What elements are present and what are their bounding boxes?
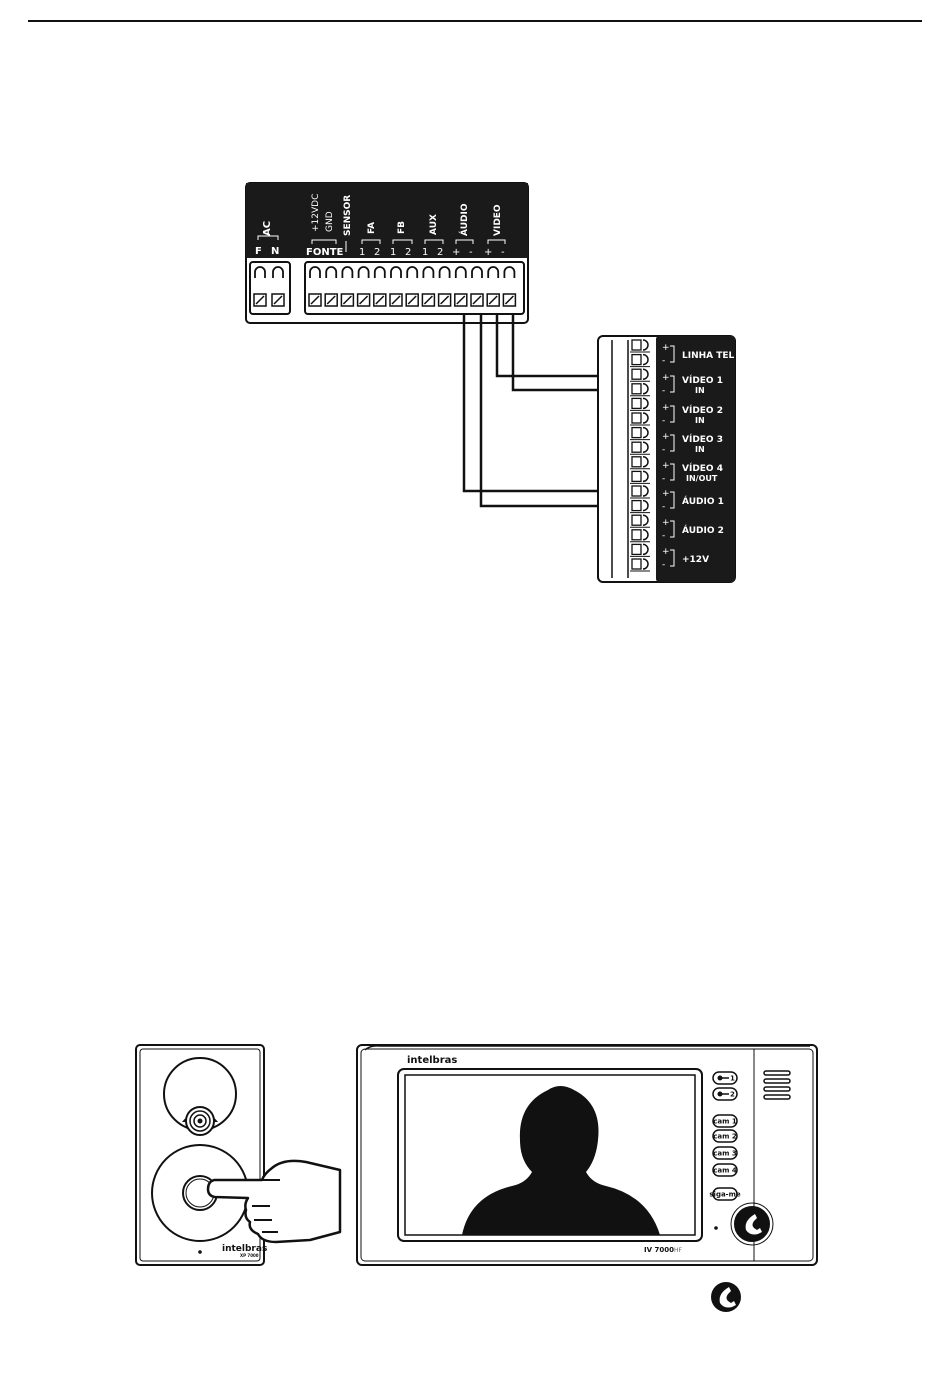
monitor-button[interactable]: siga-me bbox=[709, 1188, 740, 1200]
key-icon bbox=[718, 1092, 723, 1097]
controller-board: AC F N +12VDC GND FONTE SENSOR FA 1 2 FB… bbox=[246, 183, 528, 323]
wire-audio-minus bbox=[481, 314, 598, 506]
row2-label: VÍDEO 1 bbox=[682, 374, 723, 386]
monitor-model: IV 7000 bbox=[644, 1246, 674, 1254]
monitor-button[interactable]: cam 4 bbox=[713, 1164, 737, 1176]
row2-plus: + bbox=[662, 373, 670, 383]
label-gnd: GND bbox=[325, 211, 335, 232]
label-ac-n: N bbox=[271, 246, 279, 257]
label-fb-1: 1 bbox=[390, 247, 396, 258]
door-station: intelbras XP 7000 bbox=[136, 1045, 340, 1265]
row3-minus: - bbox=[662, 416, 665, 426]
row1-label: LINHA TEL bbox=[682, 351, 735, 361]
door-mic-hole bbox=[198, 1250, 202, 1254]
video-module: + - LINHA TEL + - VÍDEO 1 IN + - VÍDEO 2… bbox=[598, 336, 735, 582]
row5-plus: + bbox=[662, 461, 670, 471]
monitor-button-label: cam 2 bbox=[713, 1133, 737, 1141]
row8-plus: + bbox=[662, 547, 670, 557]
row1-minus: - bbox=[662, 356, 665, 366]
label-audio-minus: - bbox=[469, 247, 473, 258]
monitor-button-label: cam 4 bbox=[713, 1167, 737, 1175]
label-video-minus: - bbox=[501, 247, 505, 258]
label-fa-2: 2 bbox=[374, 247, 380, 258]
row7-minus: - bbox=[662, 531, 665, 541]
monitor-button-label: siga-me bbox=[709, 1191, 740, 1199]
label-fa: FA bbox=[367, 222, 377, 234]
row6-label: ÁUDIO 1 bbox=[682, 495, 724, 507]
monitor-mic-hole bbox=[714, 1226, 718, 1230]
monitor-model-suffix: HF bbox=[674, 1247, 683, 1254]
row8-label: +12V bbox=[682, 555, 709, 565]
monitor-button[interactable]: 2 bbox=[713, 1088, 737, 1100]
monitor-button[interactable]: cam 2 bbox=[713, 1130, 737, 1142]
label-aux-1: 1 bbox=[422, 247, 428, 258]
row3-label: VÍDEO 2 bbox=[682, 404, 723, 416]
row5-sub: IN/OUT bbox=[686, 474, 718, 483]
monitor-button-label: 2 bbox=[730, 1091, 735, 1099]
monitor-button[interactable]: 1 bbox=[713, 1072, 737, 1084]
monitor-button-label: cam 1 bbox=[713, 1118, 737, 1126]
row2-sub: IN bbox=[695, 386, 705, 395]
row7-label: ÁUDIO 2 bbox=[682, 524, 724, 536]
handset-symbol-icon bbox=[711, 1282, 741, 1312]
row3-sub: IN bbox=[695, 416, 705, 425]
row4-minus: - bbox=[662, 445, 665, 455]
row7-plus: + bbox=[662, 518, 670, 528]
label-fa-1: 1 bbox=[359, 247, 365, 258]
wiring bbox=[464, 314, 598, 506]
label-ac-f: F bbox=[255, 246, 262, 257]
row1-plus: + bbox=[662, 343, 670, 353]
monitor-button[interactable]: cam 1 bbox=[713, 1115, 737, 1127]
label-audio: ÁUDIO bbox=[458, 203, 470, 236]
row2-minus: - bbox=[662, 386, 665, 396]
row4-label: VÍDEO 3 bbox=[682, 433, 723, 445]
row8-minus: - bbox=[662, 560, 665, 570]
row4-sub: IN bbox=[695, 445, 705, 454]
label-fonte: FONTE bbox=[306, 247, 344, 258]
label-video-plus: + bbox=[484, 247, 492, 258]
monitor-button-label: cam 3 bbox=[713, 1150, 737, 1158]
label-aux-2: 2 bbox=[437, 247, 443, 258]
label-aux: AUX bbox=[429, 214, 439, 235]
label-ac: AC bbox=[262, 221, 273, 236]
monitor-button-label: 1 bbox=[730, 1075, 735, 1083]
key-icon bbox=[718, 1076, 723, 1081]
monitor-button[interactable]: cam 3 bbox=[713, 1147, 737, 1159]
monitor-brand-logo: intelbras bbox=[407, 1055, 457, 1066]
row5-label: VÍDEO 4 bbox=[682, 462, 723, 474]
wire-video-minus bbox=[513, 314, 598, 390]
row6-minus: - bbox=[662, 502, 665, 512]
row6-plus: + bbox=[662, 489, 670, 499]
label-video: VIDEO bbox=[493, 204, 503, 236]
row4-plus: + bbox=[662, 432, 670, 442]
label-sensor: SENSOR bbox=[343, 195, 353, 236]
label-fb: FB bbox=[397, 221, 407, 234]
row5-minus: - bbox=[662, 474, 665, 484]
door-model: XP 7000 bbox=[240, 1253, 259, 1258]
row3-plus: + bbox=[662, 403, 670, 413]
wire-audio-plus bbox=[464, 314, 598, 491]
label-fb-2: 2 bbox=[405, 247, 411, 258]
label-audio-plus: + bbox=[452, 247, 460, 258]
label-12vdc: +12VDC bbox=[311, 194, 321, 232]
